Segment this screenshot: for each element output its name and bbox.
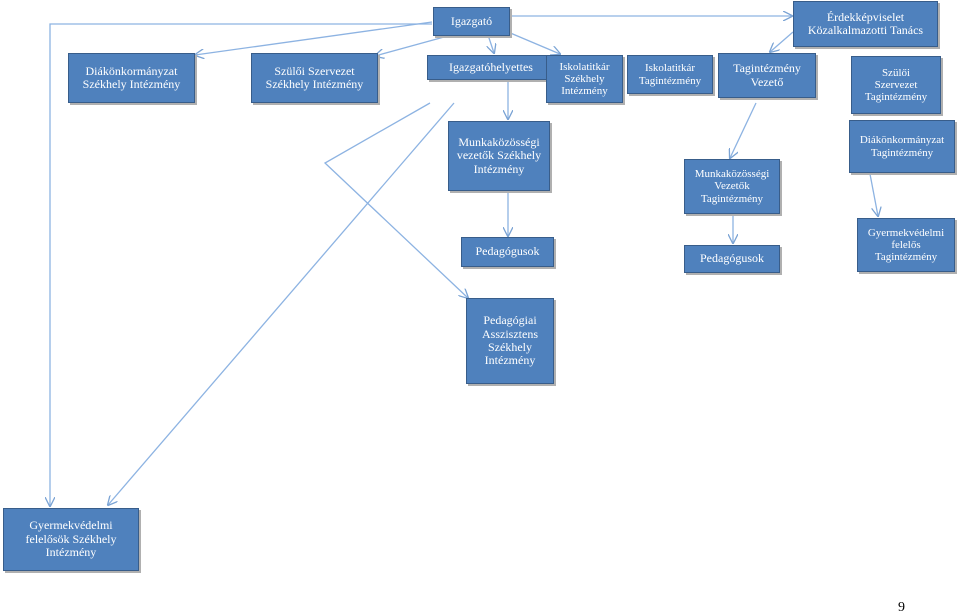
edge-igazgato-iskolatitkar-szekhely [507,31,560,54]
edge-diak-tag-gyermekvedelmi-tag [869,173,878,216]
node-munkakozossegi-szekhely: Munkaközösségi vezetők Székhely Intézmén… [448,121,550,191]
edge-igazgato-igazgatohelyettes [488,34,494,53]
node-szuloi-szervezet-tagintezmeny: Szülői Szervezet Tagintézmény [851,56,941,114]
edge-igazgato-szuloi [375,33,456,56]
node-igazgatohelyettes: Igazgatóhelyettes [427,55,555,80]
node-igazgato: Igazgató [433,7,510,36]
node-gyermekvedelmi-szekhely: Gyermekvédelmi felelősök Székhely Intézm… [3,508,139,571]
node-iskolatitkar-szekhely: Iskolatitkár Székhely Intézmény [546,55,623,103]
node-pedagogusok-szekhely: Pedagógusok [461,237,554,267]
edge-igazgatohelyettes-asszisztens [323,102,468,298]
edge-igazgato-gyermekvedelmi-szekhely [50,23,432,506]
node-tagintezmeny-vezeto: Tagintézmény Vezető [718,53,816,98]
node-szuloi-szervezet-szekhely: Szülői Szervezet Székhely Intézmény [251,53,378,103]
page-number: 9 [898,600,905,615]
node-munkakozossegi-tagintezmeny: Munkaközösségi Vezetők Tagintézmény [684,159,780,214]
edge-igazgatohelyettes-gyermekvedelmi [108,102,455,505]
node-pedagogiai-asszisztens: Pedagógiai Asszisztens Székhely Intézmén… [466,298,554,384]
edge-vezeto-munkakozossegi-tag [730,102,757,158]
node-erdekkepviselet: Érdekképviselet Közalkalmazotti Tanács [793,1,938,47]
edge-erdekkepviselet-tagintezmeny-vezeto [770,31,794,52]
node-diakonkormanyzat-szekhely: Diákönkormányzat Székhely Intézmény [68,53,195,103]
node-diakonkormanyzat-tagintezmeny: Diákönkormányzat Tagintézmény [849,120,955,173]
edge-igazgato-diakonkormanyzat [195,21,433,55]
node-iskolatitkar-tagintezmeny: Iskolatitkár Tagintézmény [627,55,713,94]
node-gyermekvedelmi-tagintezmeny: Gyermekvédelmi felelős Tagintézmény [857,218,955,272]
node-pedagogusok-tagintezmeny: Pedagógusok [684,245,780,273]
